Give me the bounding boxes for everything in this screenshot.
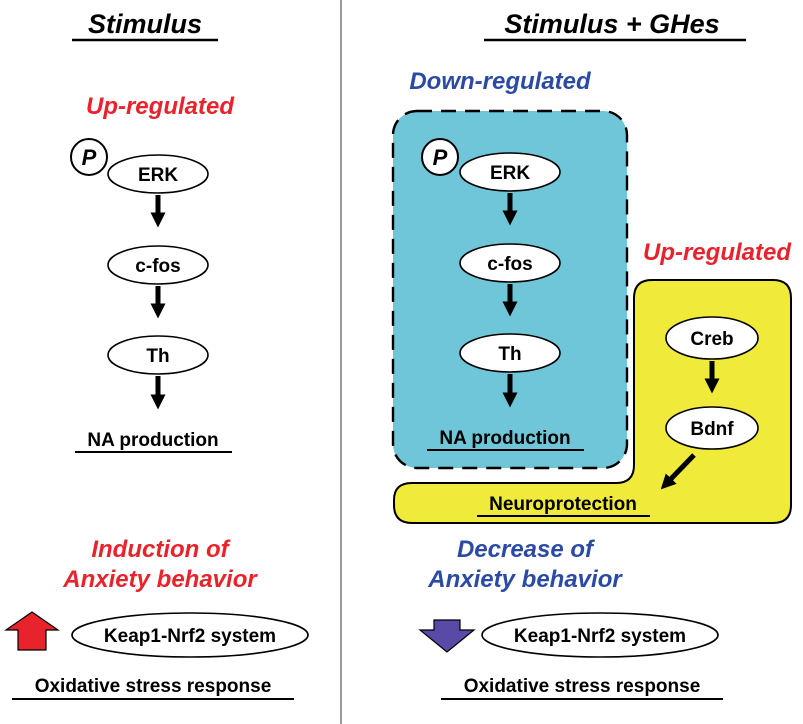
right-effect-line2: Anxiety behavior [427, 566, 623, 593]
left-node-erk [107, 154, 209, 194]
node-creb-label: Creb [690, 329, 733, 350]
right-phospho-badge [421, 138, 459, 176]
neuroprotection-label: Neuroprotection [489, 494, 637, 515]
right-oxidative-response: Oxidative stress response [464, 676, 701, 697]
left-node-cfos-label: c-fos [135, 256, 180, 277]
down-arrow-icon [418, 619, 476, 653]
right-keap1-label: Keap1-Nrf2 system [514, 626, 686, 647]
left-effect-line1: Induction of [91, 536, 230, 563]
arrow-bdnf-neuroprotection [660, 453, 696, 490]
right-node-cfos [459, 243, 561, 283]
right-status-down-label: Down-regulated [409, 68, 592, 95]
right-node-th [459, 333, 561, 373]
right-node-erk [459, 152, 561, 192]
right-node-erk-label: ERK [490, 163, 530, 184]
left-node-th-label: Th [146, 346, 169, 367]
left-phospho-badge [70, 138, 108, 176]
up-arrow-icon [4, 611, 60, 651]
left-node-th [107, 335, 209, 375]
left-na-production: NA production [87, 430, 218, 451]
node-creb [665, 316, 759, 360]
right-title: Stimulus + GHes [504, 9, 719, 39]
left-effect-line2: Anxiety behavior [62, 566, 258, 593]
right-status-up-label: Up-regulated [643, 239, 792, 266]
right-node-cfos-label: c-fos [487, 254, 532, 275]
node-bdnf [665, 406, 759, 450]
left-oxidative-response: Oxidative stress response [35, 676, 272, 697]
right-keap1-node [481, 612, 719, 658]
right-node-th-label: Th [498, 344, 521, 365]
left-node-erk-label: ERK [138, 165, 178, 186]
right-effect-line1: Decrease of [457, 536, 595, 563]
left-keap1-node [71, 612, 309, 658]
node-bdnf-label: Bdnf [690, 419, 734, 440]
left-title: Stimulus [88, 9, 202, 39]
right-na-production: NA production [439, 428, 570, 449]
left-phospho-label: P [82, 145, 97, 170]
left-keap1-label: Keap1-Nrf2 system [104, 626, 276, 647]
left-node-cfos [107, 245, 209, 285]
right-phospho-label: P [433, 145, 448, 170]
left-status-label: Up-regulated [86, 93, 235, 120]
